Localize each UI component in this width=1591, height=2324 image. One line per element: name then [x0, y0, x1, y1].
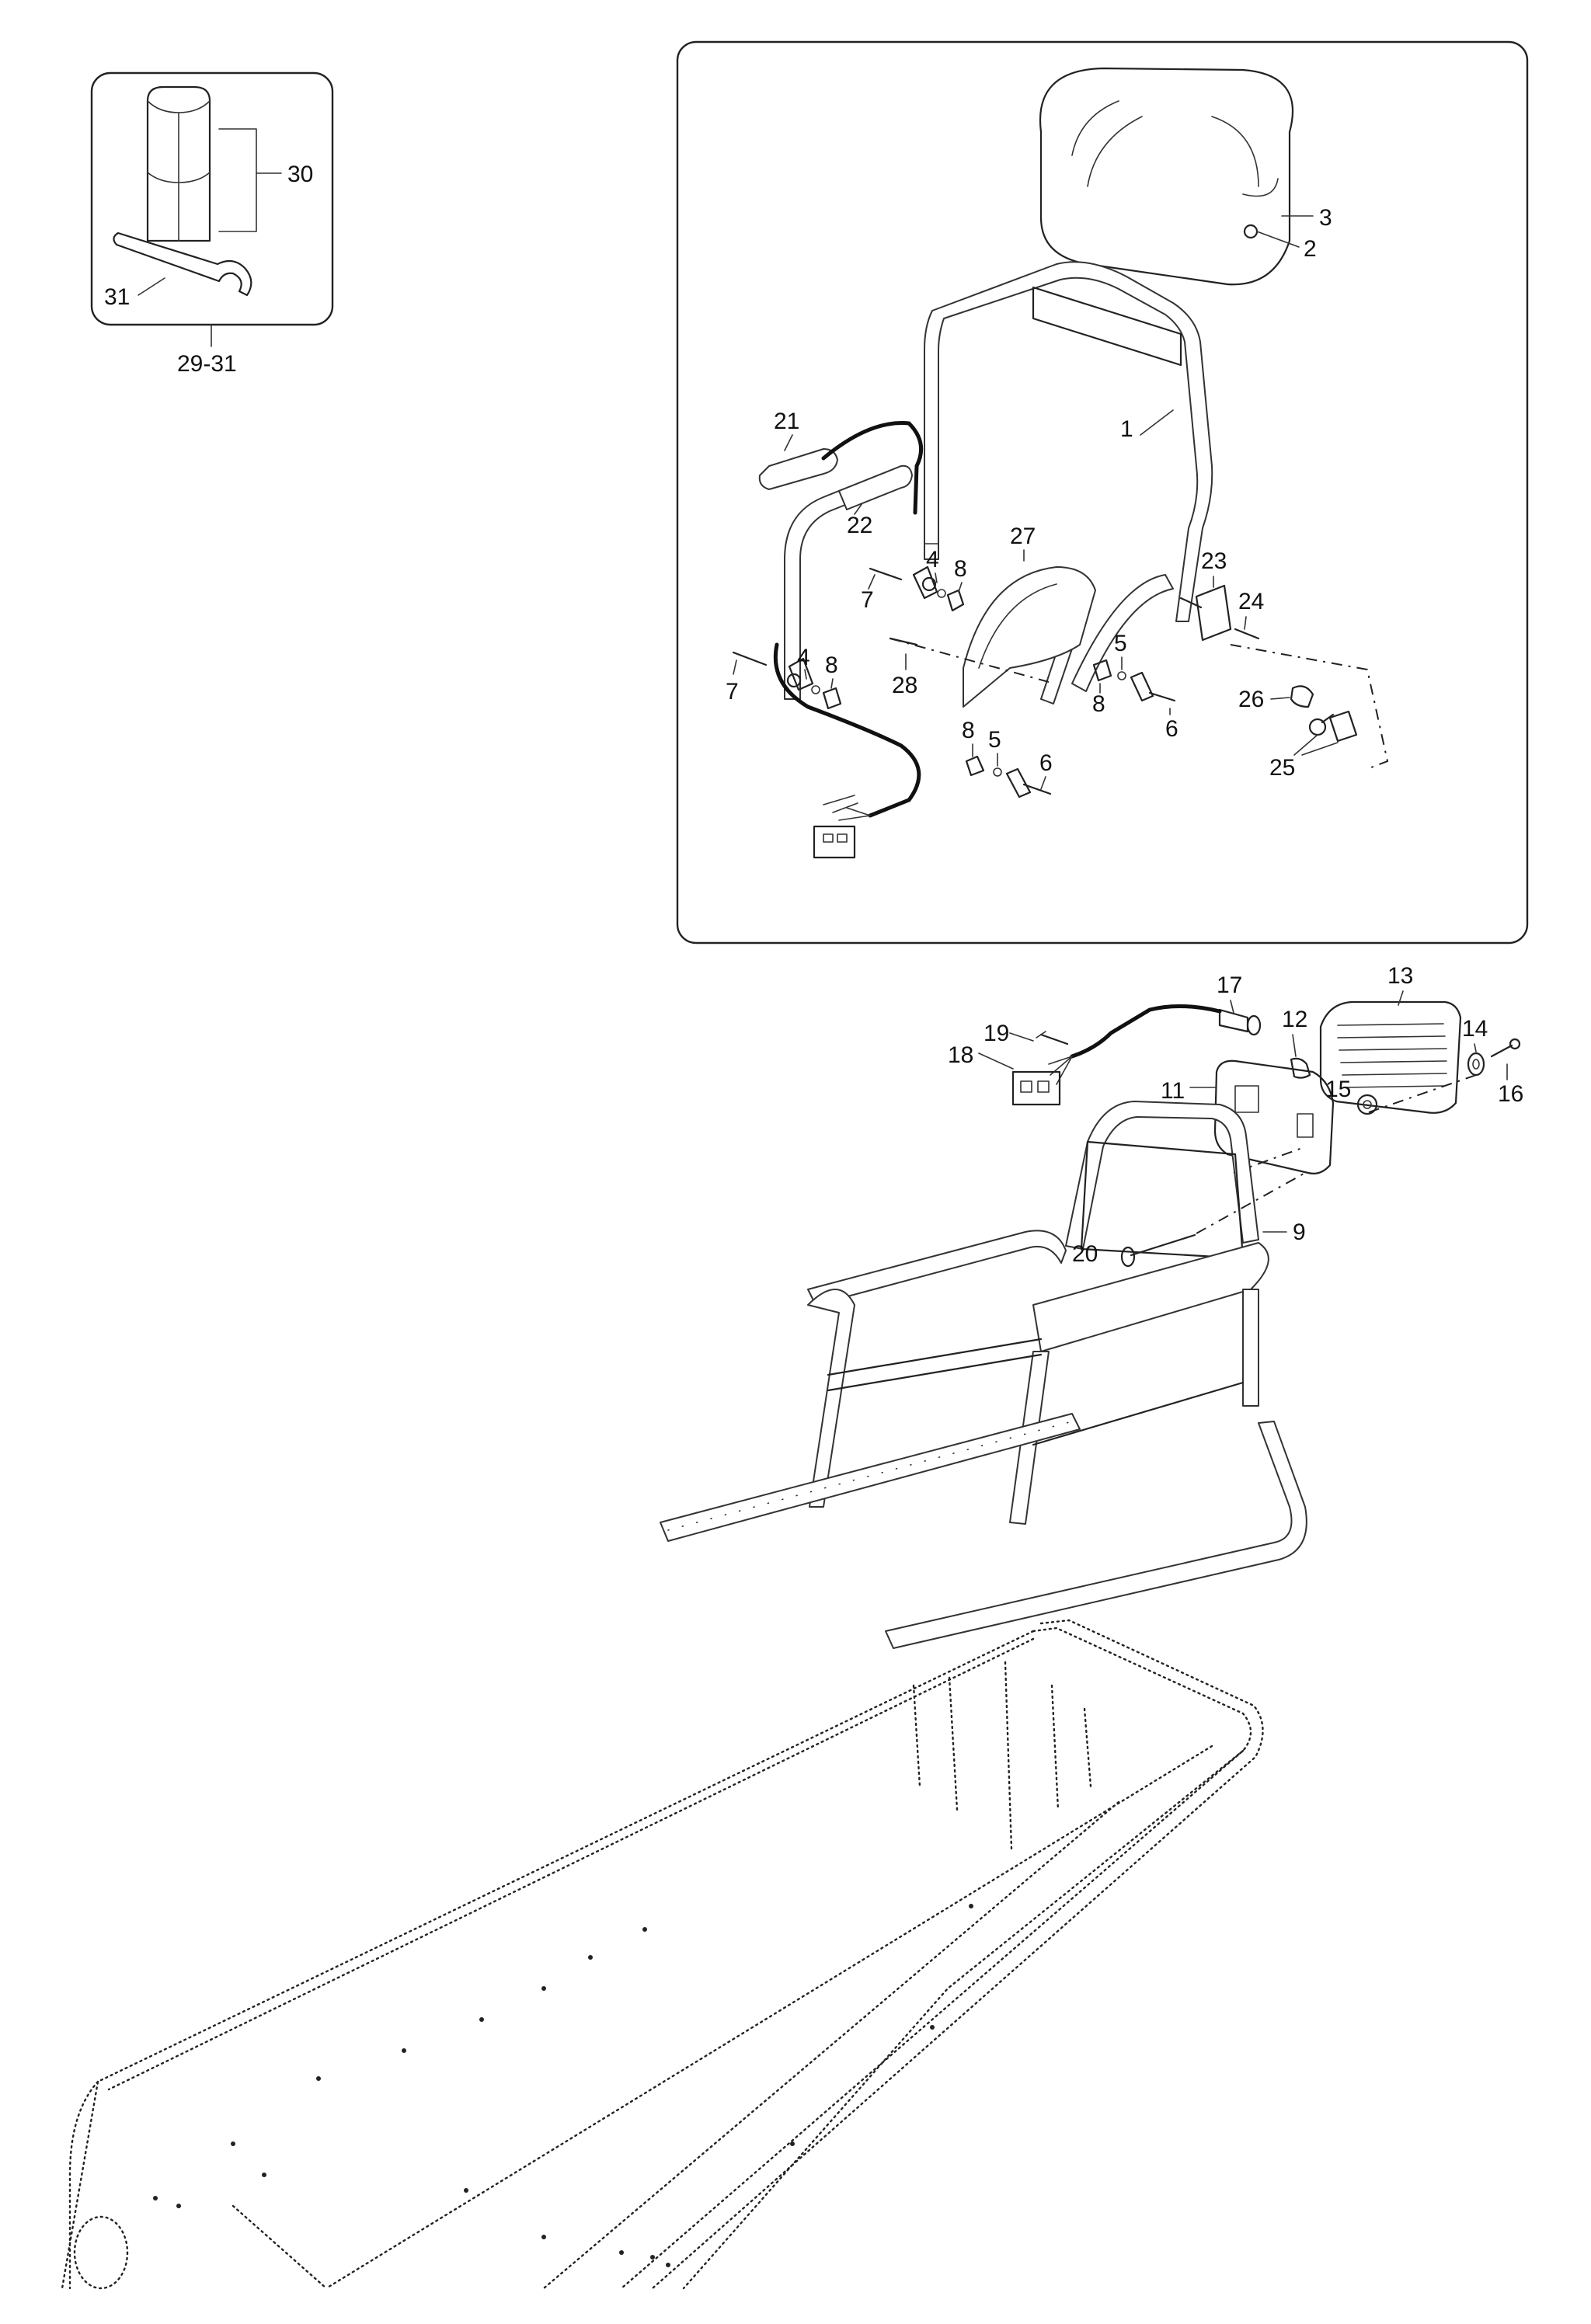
callout-3: 3: [1319, 205, 1332, 231]
callout-8-right: 8: [1092, 691, 1105, 717]
callout-27: 27: [1010, 524, 1036, 549]
callout-7-lower: 7: [726, 679, 739, 705]
tunnel-phantom-outline: [61, 1619, 1264, 2290]
spanner-wrench-part-31: [113, 231, 252, 297]
fastener-stack-upper-left: [869, 565, 965, 612]
callout-17: 17: [1217, 972, 1242, 998]
callout-13: 13: [1387, 963, 1413, 989]
taillight-plate-part-11: [1213, 1059, 1335, 1174]
callout-5-center: 5: [988, 727, 1001, 753]
callout-1: 1: [1120, 416, 1133, 442]
lamp-socket-part-17: [1218, 1008, 1262, 1036]
callout-30: 30: [287, 162, 313, 187]
callout-29-31: 29-31: [177, 351, 237, 377]
callout-19: 19: [983, 1021, 1009, 1046]
grip-heater-harness: [773, 642, 921, 859]
inset-toolkit: 30 31 29-31: [90, 71, 334, 377]
switch-knob-part-26: [1290, 685, 1314, 708]
callout-18: 18: [948, 1042, 973, 1068]
callout-23: 23: [1201, 548, 1227, 574]
taillight-lens-part-13: [1319, 1000, 1462, 1114]
fastener-stack-lower-left: [732, 651, 842, 710]
fastener-stack-center-bottom: [965, 755, 1052, 798]
callout-26: 26: [1238, 687, 1264, 712]
callout-11: 11: [1161, 1078, 1185, 1104]
switch-bracket-part-23: [1179, 584, 1260, 642]
deflector-part-27: [963, 566, 1096, 708]
callout-21: 21: [774, 409, 799, 434]
taillight-harness: [1011, 1004, 1222, 1106]
screw-part-16: [1490, 1038, 1521, 1058]
callout-15: 15: [1325, 1077, 1351, 1102]
bulb-part-12: [1290, 1057, 1311, 1079]
heater-switch-part-25: [1308, 710, 1358, 743]
heated-grip-part-21: [758, 421, 924, 515]
panel-frame: [676, 40, 1529, 945]
callout-20: 20: [1072, 1241, 1098, 1267]
callout-28: 28: [892, 673, 917, 698]
nut-part-15: [1356, 1094, 1378, 1115]
callout-6-right: 6: [1165, 716, 1178, 742]
rear-frame-assembly: 13 11 12 17 15 14: [660, 963, 1523, 1649]
callout-2: 2: [1304, 236, 1317, 262]
callout-12: 12: [1282, 1007, 1307, 1032]
callout-4-upper: 4: [926, 547, 939, 572]
callout-8-center: 8: [962, 718, 975, 743]
callout-31: 31: [104, 284, 130, 310]
bolt-part-20: [1120, 1233, 1196, 1268]
callout-4-lower: 4: [797, 645, 810, 670]
callout-22: 22: [847, 513, 872, 538]
backrest-assembly-panel: 3 2 1 22 21: [676, 40, 1529, 945]
callout-5-right: 5: [1114, 631, 1127, 656]
callout-8-lower: 8: [825, 652, 838, 678]
fastener-stack-right: [1092, 659, 1176, 702]
callout-8-upper: 8: [954, 556, 967, 582]
callout-16: 16: [1498, 1081, 1523, 1107]
callout-14: 14: [1462, 1016, 1488, 1042]
inset-frame: [90, 71, 334, 326]
callout-24: 24: [1238, 589, 1264, 614]
backrest-cushion-part-3: [1039, 67, 1293, 286]
callout-9: 9: [1293, 1219, 1306, 1245]
washer-part-14: [1467, 1052, 1485, 1077]
spacer-blocks-part-30: [146, 85, 211, 242]
callout-25: 25: [1269, 755, 1295, 781]
callout-6-center: 6: [1039, 750, 1053, 776]
rear-rack-frame-part-9: [660, 1101, 1307, 1649]
callout-7-upper: 7: [861, 587, 874, 613]
